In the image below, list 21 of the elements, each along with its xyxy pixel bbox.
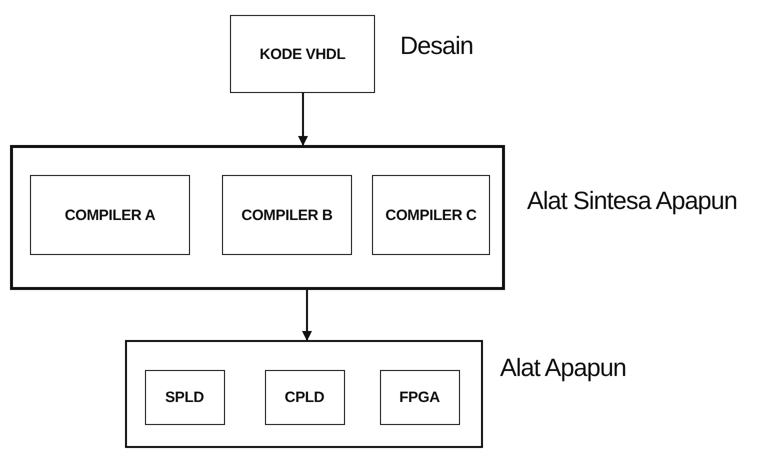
process-box: [144, 370, 224, 424]
process-box: [380, 370, 460, 424]
group-box: [10, 145, 505, 290]
arrow: [298, 93, 308, 146]
process-box: [372, 175, 490, 255]
box-label: COMPILER A: [64, 206, 156, 224]
box-label: FPGA: [399, 388, 440, 406]
box-label: CPLD: [284, 388, 324, 406]
process-box: [222, 175, 352, 255]
side-label: Alat Sintesa Apapun: [526, 186, 737, 217]
side-label: Desain: [400, 31, 474, 62]
process-box: [264, 370, 344, 424]
box-label: COMPILER B: [241, 206, 333, 224]
process-box: [230, 15, 375, 93]
box-label: SPLD: [165, 388, 204, 406]
box-label: COMPILER C: [385, 206, 477, 224]
group-box: [125, 340, 483, 448]
process-box: [30, 175, 190, 255]
arrow: [302, 290, 312, 341]
side-label: Alat Apapun: [500, 353, 628, 384]
box-label: KODE VHDL: [260, 46, 346, 62]
